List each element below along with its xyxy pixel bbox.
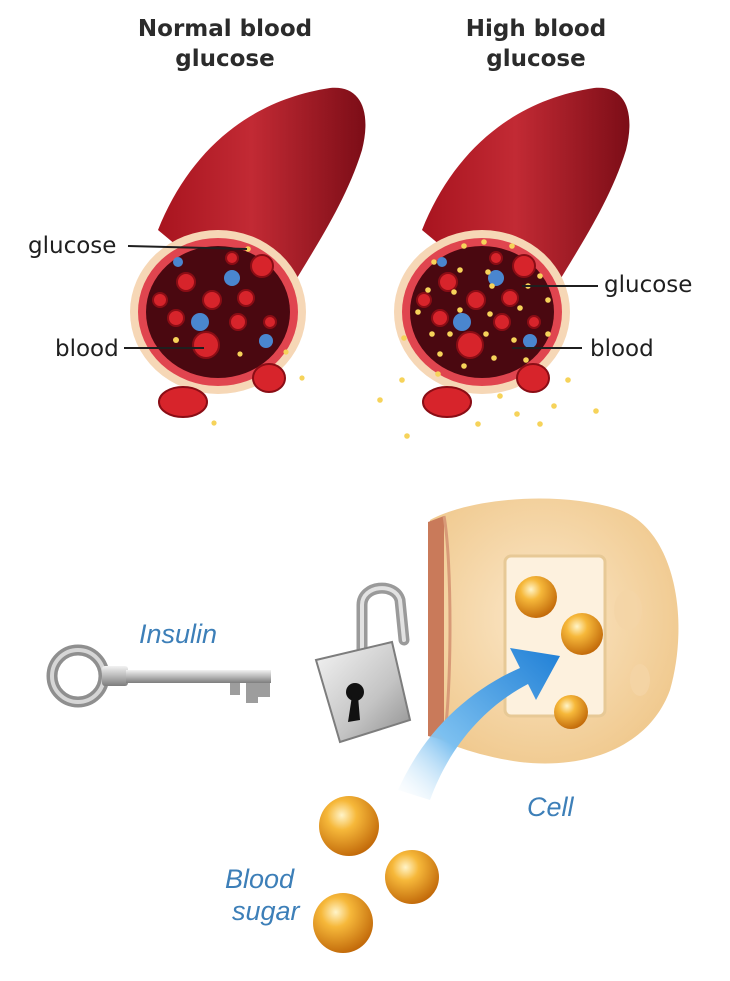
blood-sugar-label-line1: Blood	[225, 864, 295, 894]
key-icon	[46, 644, 271, 708]
white-cells-high	[437, 257, 537, 348]
left-glucose-label: glucose	[28, 233, 116, 259]
right-title-line1: High blood	[466, 16, 606, 42]
blood-sugar-label-line2: sugar	[232, 896, 301, 926]
left-title-line1: Normal blood	[138, 16, 312, 42]
left-title-line2: glucose	[175, 46, 274, 72]
padlock-icon	[314, 582, 412, 744]
right-glucose-label: glucose	[604, 272, 692, 298]
red-blood-cells-high	[416, 251, 541, 359]
right-title-line2: glucose	[486, 46, 585, 72]
glucose-dots	[173, 246, 305, 426]
right-blood-label: blood	[590, 336, 654, 362]
left-blood-label: blood	[55, 336, 119, 362]
insulin-label: Insulin	[139, 619, 217, 649]
arrow-icon	[398, 648, 560, 800]
cell-label: Cell	[527, 792, 575, 822]
blood-vessel-high	[377, 87, 630, 439]
red-blood-cells	[152, 251, 277, 359]
sugar-ball-icon	[313, 796, 439, 953]
blood-vessel-normal	[130, 87, 366, 426]
glucose-dots-high	[377, 239, 599, 439]
white-cells	[173, 257, 273, 348]
